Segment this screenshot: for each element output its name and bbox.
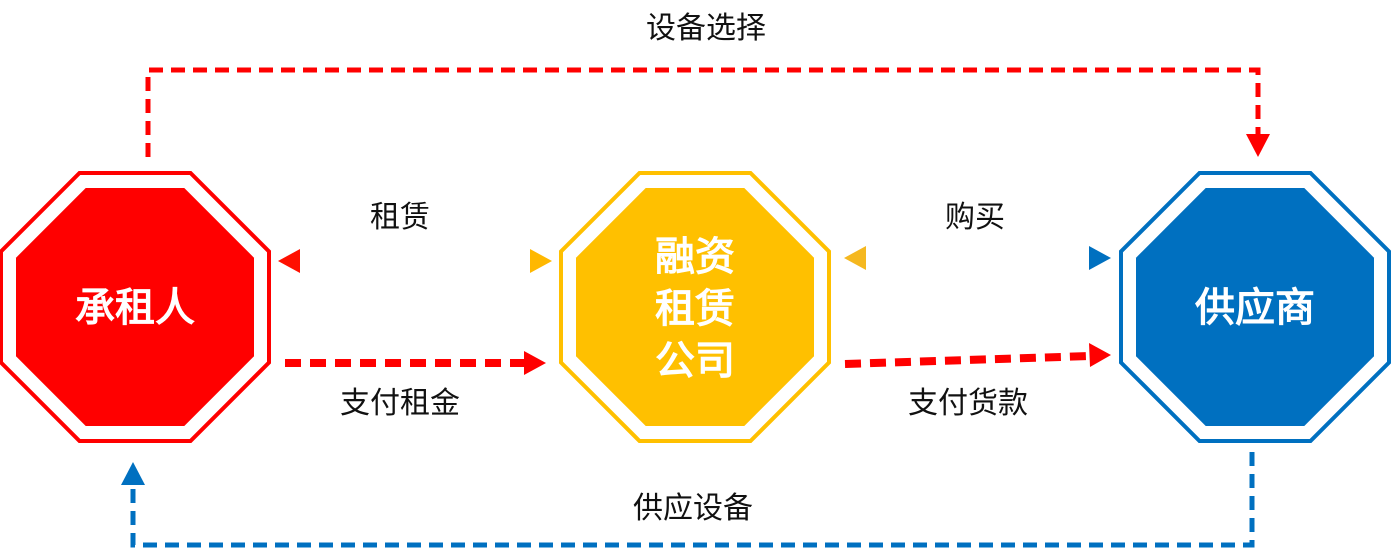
leasing-company-node: 融资 租赁 公司	[559, 171, 831, 443]
supplier-octagon-inner	[1136, 188, 1374, 426]
pay-goods-arrow	[844, 343, 1111, 368]
lessee-label: 承租人	[75, 285, 195, 331]
equipment-selection-arrow	[145, 67, 1270, 157]
purchase-label: 购买	[945, 200, 1005, 235]
pay-rent-arrow	[285, 351, 546, 375]
supplier-node: 供应商	[1119, 171, 1391, 443]
leasing-company-octagon-inner	[576, 188, 814, 426]
pay-rent-label: 支付租金	[340, 386, 460, 421]
leasing-company-line-3: 公司	[655, 338, 735, 384]
leasing-company-line-2: 租赁	[655, 286, 735, 332]
lease-label: 租赁	[370, 200, 430, 235]
supplier-label: 供应商	[1195, 285, 1315, 331]
lessee-octagon-inner	[16, 188, 254, 426]
equipment-selection-label: 设备选择	[646, 11, 766, 46]
supply-equipment-label: 供应设备	[633, 491, 753, 526]
lease-arrow	[278, 249, 552, 273]
pay-goods-label: 支付货款	[908, 386, 1028, 421]
purchase-arrow	[844, 246, 1111, 270]
supply-equipment-arrow	[121, 452, 1255, 548]
lessee-node: 承租人	[0, 171, 271, 443]
leasing-company-line-1: 融资	[655, 234, 735, 280]
